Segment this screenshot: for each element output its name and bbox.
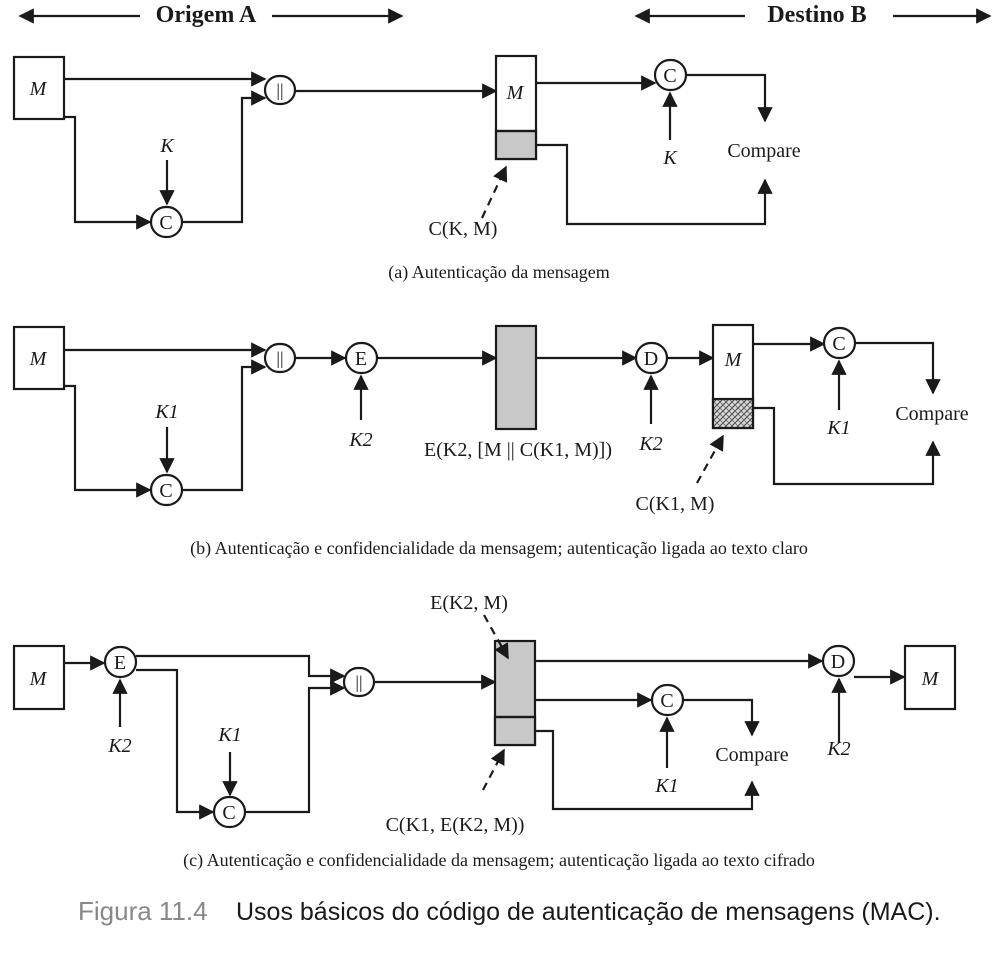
c-mac-label: C(K1, E(K2, M))	[386, 814, 525, 836]
b-cipher-label: E(K2, [M || C(K1, M)])	[424, 439, 612, 461]
b-mac-fn-dest-label: C	[832, 333, 845, 355]
c-decrypt-op	[821, 644, 856, 678]
a-concat-label: ||	[276, 80, 283, 100]
header-source-label: Origem A	[156, 2, 257, 28]
c-decrypt-label: D	[831, 651, 845, 673]
c-mac-fn-source	[212, 795, 247, 829]
b-message-box	[12, 325, 66, 391]
b-mac-block	[711, 397, 755, 430]
b-mac-fn-source-label: C	[159, 480, 172, 502]
a-message-received-label: M	[506, 82, 525, 104]
a-key-dest-label: K	[662, 147, 678, 169]
c-mac-fn-dest-label: C	[660, 690, 673, 712]
b-message-label: M	[29, 348, 48, 370]
c-key-dec-label: K2	[826, 738, 850, 760]
b-mac-label: C(K1, M)	[636, 493, 715, 515]
b-key-dec-label: K2	[638, 433, 662, 455]
c-message-out-label: M	[921, 668, 940, 690]
a-mac-label: C(K, M)	[429, 218, 498, 240]
b-cipher-block	[494, 324, 538, 431]
c-message-box	[12, 644, 66, 711]
panel-a-diagram	[12, 54, 773, 239]
b-encrypt-label: E	[355, 348, 367, 370]
b-key-mac-dest-label: K1	[826, 417, 850, 439]
c-key-mac-source-label: K1	[217, 724, 241, 746]
a-mac-block	[494, 129, 538, 161]
b-message-received-label: M	[724, 349, 743, 371]
c-compare-label: Compare	[715, 744, 788, 766]
a-message-label: M	[29, 78, 48, 100]
a-message-box	[12, 55, 66, 121]
b-compare-label: Compare	[895, 403, 968, 425]
header-destination-label: Destino B	[767, 2, 866, 28]
c-message-label: M	[29, 668, 48, 690]
b-decrypt-label: D	[644, 348, 658, 370]
figure-title: Usos básicos do código de autenticação d…	[236, 898, 941, 926]
c-concat-label: ||	[355, 672, 362, 692]
panel-b-diagram	[12, 323, 941, 507]
b-key-enc-label: K2	[348, 429, 372, 451]
a-mac-fn-source-label: C	[159, 212, 172, 234]
c-encrypt-op	[103, 645, 138, 679]
c-key-enc-label: K2	[107, 735, 131, 757]
panel-c-diagram	[12, 614, 957, 829]
figure-number: Figura 11.4	[78, 896, 208, 926]
a-mac-fn-dest-label: C	[663, 65, 676, 87]
b-mac-fn-source	[149, 473, 184, 507]
c-encrypt-label: E	[114, 652, 126, 674]
b-caption: (b) Autenticação e confidencialidade da …	[190, 538, 808, 559]
c-output-box	[903, 644, 957, 711]
b-concat-label: ||	[276, 348, 283, 368]
c-mac-fn-source-label: C	[222, 802, 235, 824]
a-mac-fn-source	[149, 205, 184, 239]
b-key-mac-source-label: K1	[154, 401, 178, 423]
c-cipher-label: E(K2, M)	[430, 592, 508, 614]
c-key-mac-dest-label: K1	[654, 775, 678, 797]
c-mac-block	[493, 715, 537, 747]
a-key-source-label: K	[159, 135, 175, 157]
c-caption: (c) Autenticação e confidencialidade da …	[183, 850, 815, 871]
a-compare-label: Compare	[727, 140, 800, 162]
a-caption: (a) Autenticação da mensagem	[388, 262, 609, 283]
